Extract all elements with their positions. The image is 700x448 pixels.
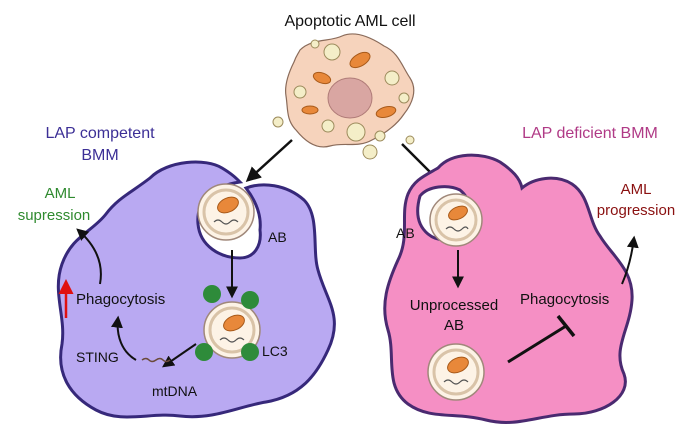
sting-label: STING [76,349,119,365]
lc3-label: LC3 [262,343,288,359]
lc3-dot [195,343,213,361]
mtdna-strand [141,357,171,363]
left-bmm-cell [56,160,336,419]
progression-label: progression [597,202,675,219]
lc3-dot [203,285,221,303]
arrow-to-suppression [76,228,102,285]
unprocessed-ab-label: AB [444,317,464,334]
lc3-dot [241,343,259,361]
progression-label-aml: AML [621,181,652,198]
unprocessed-label: Unprocessed [410,297,498,314]
left-phagocytosis-label: Phagocytosis [76,291,165,308]
suppression-label: supression [18,207,91,224]
diagram-title: Apoptotic AML cell [284,13,415,30]
right-ab-label: AB [396,225,415,241]
mtdna-label: mtDNA [152,383,198,399]
left-phagosome [197,183,255,241]
arrow-to-mtdna [162,343,197,368]
left-cell-label-bmm: BMM [81,147,118,164]
lc3-dot [241,291,259,309]
right-phagocytosis-label: Phagocytosis [520,291,609,308]
arrow-to-left-cell [245,139,293,183]
left-cell-label: LAP competent [45,125,155,142]
right-bmm-cell [383,153,634,424]
right-phagosome [429,193,483,247]
left-ab-label: AB [268,229,287,245]
inhibition-bar [556,314,576,338]
arrow-sting-to-phagocytosis [110,315,137,361]
right-cell-label: LAP deficient BMM [522,125,658,142]
unprocessed-phagosome [427,343,485,401]
suppression-label-aml: AML [45,185,76,202]
apoptotic-cell [272,33,415,160]
inhibition-line [507,324,567,364]
arrow-to-progression [621,235,639,285]
